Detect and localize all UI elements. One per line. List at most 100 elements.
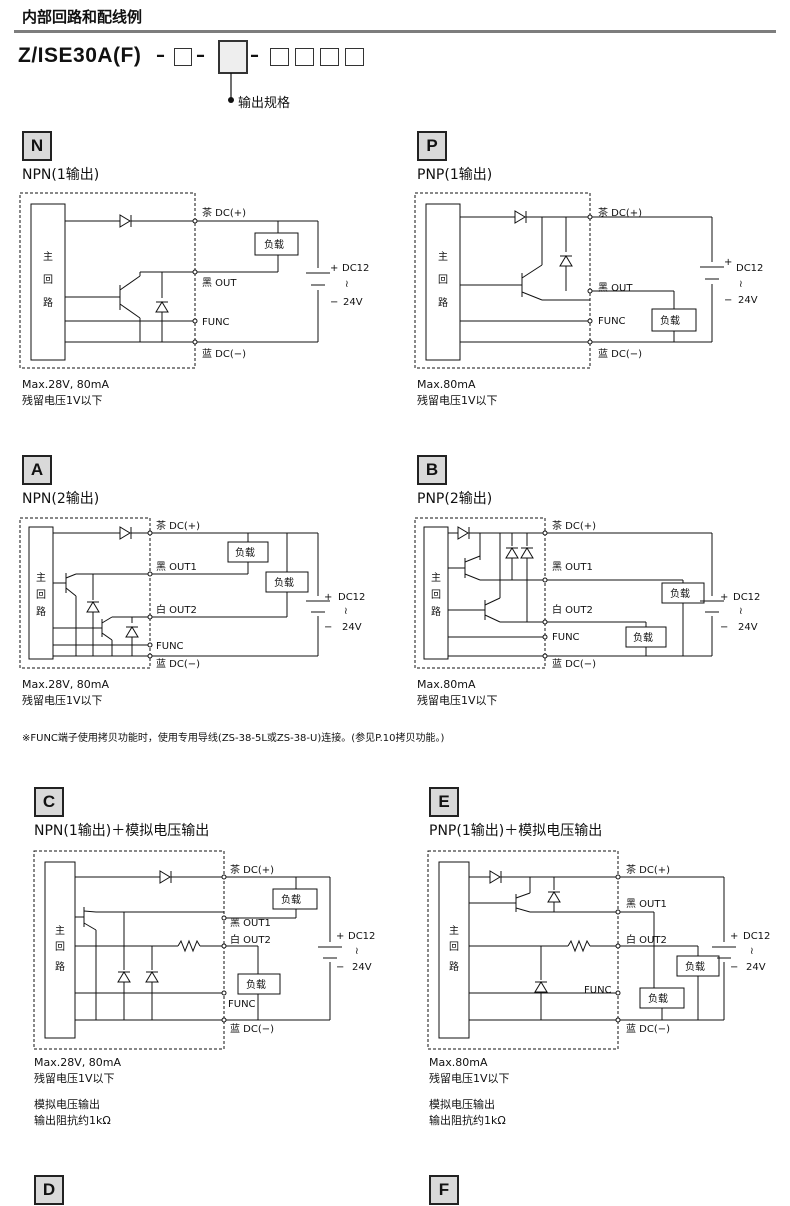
- load-label: 负载: [660, 314, 680, 327]
- note-line: 残留电压1V以下: [22, 394, 103, 407]
- badge-C: C: [34, 787, 64, 817]
- badge-P: P: [417, 131, 447, 161]
- supply-tilde: ≀: [739, 606, 743, 617]
- label-dc-minus: 蓝 DC(−): [598, 348, 642, 360]
- circuit-notes-A: Max.28V, 80mA 残留电压1V以下: [22, 677, 109, 709]
- circuit-notes-B: Max.80mA 残留电压1V以下: [417, 677, 498, 709]
- badge-N: N: [22, 131, 52, 161]
- label-out2: 白 OUT2: [552, 603, 593, 616]
- load-label: 负载: [670, 587, 690, 600]
- label-dc-plus: 茶 DC(+): [598, 206, 642, 219]
- supply-dc12: DC12: [733, 592, 760, 603]
- note-line: Max.28V, 80mA: [22, 378, 109, 391]
- circuit-title-B: PNP(2输出): [417, 491, 493, 507]
- main-circuit-char: 回: [55, 941, 65, 953]
- note-line: Max.80mA: [429, 1056, 488, 1069]
- badge-E: E: [429, 787, 459, 817]
- footnote: ※FUNC端子使用拷贝功能时，使用专用导线(ZS-38-5L或ZS-38-U)连…: [22, 733, 445, 744]
- note-line: 残留电压1V以下: [22, 694, 103, 707]
- supply-tilde: ≀: [344, 606, 348, 617]
- load-label: 负载: [246, 978, 266, 991]
- circuit-title-E: PNP(1输出)＋模拟电压输出: [429, 823, 603, 839]
- circuit-notes-P: Max.80mA 残留电压1V以下: [417, 377, 498, 409]
- supply-tilde: ≀: [750, 946, 754, 957]
- section-title: 内部回路和配线例: [22, 8, 143, 26]
- supply-24v: 24V: [352, 962, 372, 973]
- supply-24v: 24V: [746, 962, 766, 973]
- label-out: 黑 OUT: [202, 277, 237, 289]
- circuit-title-A: NPN(2输出): [22, 491, 100, 507]
- supply-minus: −: [730, 962, 738, 973]
- supply-24v: 24V: [342, 622, 362, 633]
- supply-24v: 24V: [738, 295, 758, 306]
- label-dc-minus: 蓝 DC(−): [156, 658, 200, 670]
- main-circuit-char: 路: [438, 296, 448, 309]
- badge-A: A: [22, 455, 52, 485]
- supply-tilde: ≀: [355, 946, 359, 957]
- supply-minus: −: [724, 295, 732, 306]
- main-circuit-char: 主: [438, 251, 448, 263]
- label-dc-plus: 茶 DC(+): [156, 519, 200, 532]
- supply-dc12: DC12: [736, 263, 763, 274]
- load-label: 负载: [264, 238, 284, 251]
- load-label: 负载: [685, 960, 705, 973]
- label-func: FUNC: [156, 641, 184, 652]
- main-circuit-char: 主: [449, 925, 459, 937]
- note-line: Max.80mA: [417, 678, 476, 691]
- main-circuit-char: 路: [449, 960, 459, 973]
- main-circuit-char: 回: [36, 589, 46, 601]
- label-out1: 黑 OUT1: [626, 898, 667, 910]
- load-label: 负载: [633, 631, 653, 644]
- note-line: Max.28V, 80mA: [34, 1056, 121, 1069]
- main-circuit-char: 主: [431, 572, 441, 584]
- note-line: 残留电压1V以下: [417, 394, 498, 407]
- label-dc-plus: 茶 DC(+): [626, 863, 670, 876]
- supply-tilde: ≀: [345, 279, 349, 290]
- supply-24v: 24V: [343, 297, 363, 308]
- circuit-notes-E: Max.80mA 残留电压1V以下 模拟电压输出 输出阻抗约1kΩ: [429, 1055, 510, 1129]
- main-circuit-char: 路: [431, 605, 441, 618]
- supply-dc12: DC12: [348, 931, 375, 942]
- note-line: 输出阻抗约1kΩ: [34, 1114, 111, 1127]
- note-line: Max.80mA: [417, 378, 476, 391]
- badge-D: D: [34, 1175, 64, 1205]
- supply-minus: −: [330, 297, 338, 308]
- label-func: FUNC: [584, 985, 612, 996]
- main-circuit-char: 路: [43, 296, 53, 309]
- supply-minus: −: [720, 622, 728, 633]
- code-dash: –: [196, 45, 205, 66]
- main-circuit-char: 回: [431, 589, 441, 601]
- label-out1: 黑 OUT1: [230, 917, 271, 929]
- load-label: 负载: [274, 576, 294, 589]
- note-line: 残留电压1V以下: [34, 1072, 115, 1085]
- supply-minus: −: [336, 962, 344, 973]
- circuit-title-P: PNP(1输出): [417, 167, 493, 183]
- label-dc-plus: 茶 DC(+): [552, 519, 596, 532]
- load-label: 负载: [235, 546, 255, 559]
- circuit-title-C: NPN(1输出)＋模拟电压输出: [34, 823, 210, 839]
- supply-plus: +: [336, 931, 344, 942]
- circuit-title-N: NPN(1输出): [22, 167, 100, 183]
- code-box-1: [174, 48, 192, 66]
- supply-minus: −: [324, 622, 332, 633]
- code-box-output-spec: [218, 40, 248, 74]
- label-func: FUNC: [552, 632, 580, 643]
- main-circuit-char: 回: [43, 274, 53, 286]
- supply-plus: +: [724, 257, 732, 268]
- note-line: 残留电压1V以下: [429, 1072, 510, 1085]
- note-line: 残留电压1V以下: [417, 694, 498, 707]
- badge-B: B: [417, 455, 447, 485]
- note-line: Max.28V, 80mA: [22, 678, 109, 691]
- main-circuit-char: 主: [55, 925, 65, 937]
- main-circuit-char: 回: [438, 274, 448, 286]
- label-dc-minus: 蓝 DC(−): [230, 1023, 274, 1035]
- label-func: FUNC: [228, 999, 256, 1010]
- label-out: 黑 OUT: [598, 282, 633, 294]
- supply-dc12: DC12: [743, 931, 770, 942]
- main-circuit-char: 主: [43, 251, 53, 263]
- main-circuit-char: 主: [36, 572, 46, 584]
- circuit-notes-C: Max.28V, 80mA 残留电压1V以下 模拟电压输出 输出阻抗约1kΩ: [34, 1055, 121, 1129]
